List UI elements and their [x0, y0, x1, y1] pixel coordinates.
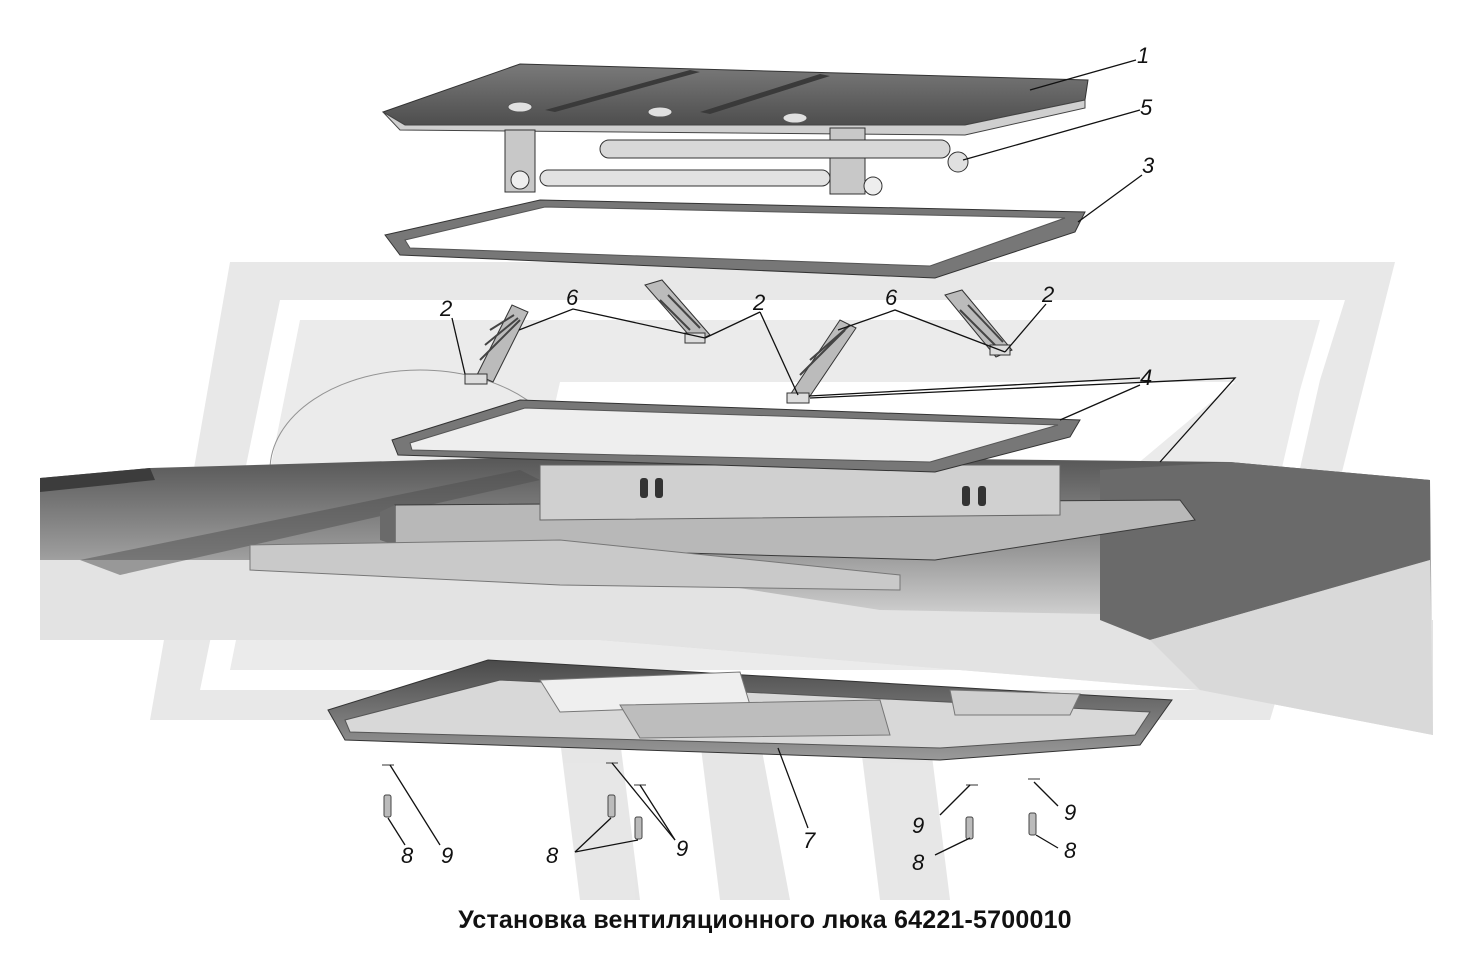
callout-6-left: 6	[566, 285, 579, 310]
callout-8-center-left: 8	[546, 843, 559, 868]
callout-8-far-left: 8	[401, 843, 414, 868]
part-6-spring-left	[476, 304, 529, 383]
part-7-trim	[327, 659, 1173, 761]
part-2-pin-topleft	[644, 279, 711, 344]
callout-6-right: 6	[885, 285, 898, 310]
callout-2-left: 2	[439, 296, 452, 321]
callout-7: 7	[803, 828, 816, 853]
part-5-hinge-axis	[504, 127, 969, 196]
callout-4: 4	[1140, 365, 1152, 390]
callout-9-far-right: 9	[1064, 800, 1076, 825]
callout-8-center-right: 8	[912, 850, 925, 875]
callout-8-far-right: 8	[1064, 838, 1077, 863]
callout-1: 1	[1137, 43, 1149, 68]
diagram-caption: Установка вентиляционного люка 64221-570…	[458, 906, 1072, 934]
callout-2-right: 2	[1041, 282, 1054, 307]
clip-slots-left	[640, 478, 663, 498]
callout-9-far-left: 9	[441, 843, 453, 868]
callout-2-middle: 2	[752, 290, 765, 315]
lid-bosses	[507, 101, 808, 124]
part-6-spring-right	[786, 319, 857, 404]
clip-slots-right	[962, 486, 986, 506]
part-1-lid	[381, 63, 1089, 136]
part-4-frame	[391, 399, 1081, 473]
callout-labels: 1 5 3 2 6 2 6 2 4 7 9 8 9 8 9 9 8 8	[401, 43, 1155, 875]
part-3-seal	[384, 199, 1086, 279]
callout-3: 3	[1142, 153, 1155, 178]
callout-9-center-left: 9	[676, 836, 688, 861]
roof-opening	[249, 464, 1196, 591]
callout-5: 5	[1140, 95, 1153, 120]
part-2-pin-left	[464, 373, 488, 385]
callout-9-center-right: 9	[912, 813, 924, 838]
leader-lines	[387, 59, 1237, 856]
part-8-screws	[383, 794, 1037, 840]
